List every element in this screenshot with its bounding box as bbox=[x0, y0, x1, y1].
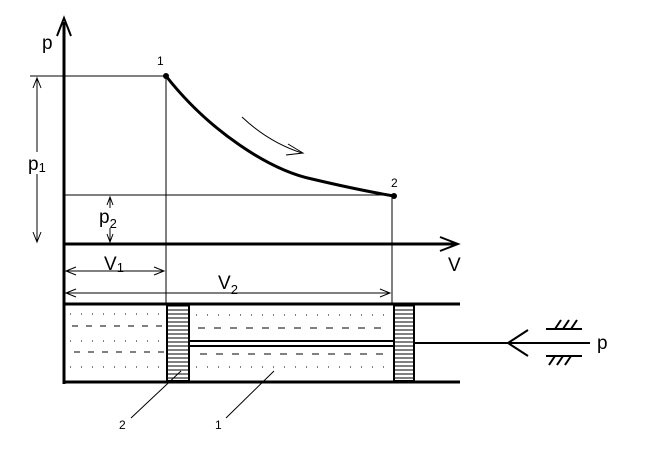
v1-dimension-arrow-right bbox=[153, 266, 166, 276]
cylinder-assembly: p 2 1 bbox=[62, 244, 608, 432]
piston-right bbox=[393, 304, 415, 382]
state-point-1-label: 1 bbox=[157, 54, 164, 68]
p-axis-label: p bbox=[42, 33, 53, 54]
liquid-callout-leader bbox=[225, 370, 275, 419]
p1-dimension-arrow-bottom bbox=[32, 231, 42, 244]
v2-dimension-label: V2 bbox=[218, 273, 238, 297]
v2-dimension-arrow-left bbox=[64, 288, 77, 298]
state-point-1 bbox=[163, 73, 169, 79]
p2-dimension-label: p2 bbox=[99, 207, 117, 231]
p1-label-bg bbox=[28, 152, 48, 174]
v-axis-arrowhead bbox=[439, 236, 461, 252]
lower-guide-hatch bbox=[548, 355, 572, 366]
state-point-2-label: 2 bbox=[391, 176, 398, 190]
process-direction-arrow bbox=[241, 116, 303, 154]
pv-graph: p V 1 2 p1 p2 V1 bbox=[28, 15, 461, 304]
force-label: p bbox=[597, 333, 608, 354]
p1-dimension-arrow-top bbox=[32, 76, 42, 89]
state-point-2 bbox=[391, 193, 397, 199]
liquid-fill-right bbox=[196, 314, 390, 368]
force-arrowhead bbox=[506, 329, 529, 357]
v1-dimension-label: V1 bbox=[104, 254, 124, 275]
v2-dimension-arrow-right bbox=[379, 288, 392, 298]
piston-callout-leader bbox=[130, 370, 182, 419]
piston-callout-label: 2 bbox=[119, 418, 126, 432]
v-axis-label: V bbox=[448, 255, 461, 276]
p1-dimension-label: p1 bbox=[28, 154, 46, 175]
liquid-fill-left bbox=[70, 313, 164, 368]
p2-dimension-arrow-bottom bbox=[106, 233, 114, 244]
p2-dimension-arrow-top bbox=[106, 195, 114, 206]
expansion-curve bbox=[164, 75, 395, 198]
upper-guide-hatch bbox=[554, 319, 578, 330]
process-direction-arrowhead bbox=[285, 143, 305, 156]
p-axis-arrowhead bbox=[56, 15, 72, 37]
v1-dimension-arrow-left bbox=[64, 266, 77, 276]
liquid-callout-label: 1 bbox=[215, 418, 222, 432]
piston-left bbox=[166, 304, 190, 382]
p2-label-bg bbox=[98, 208, 122, 228]
